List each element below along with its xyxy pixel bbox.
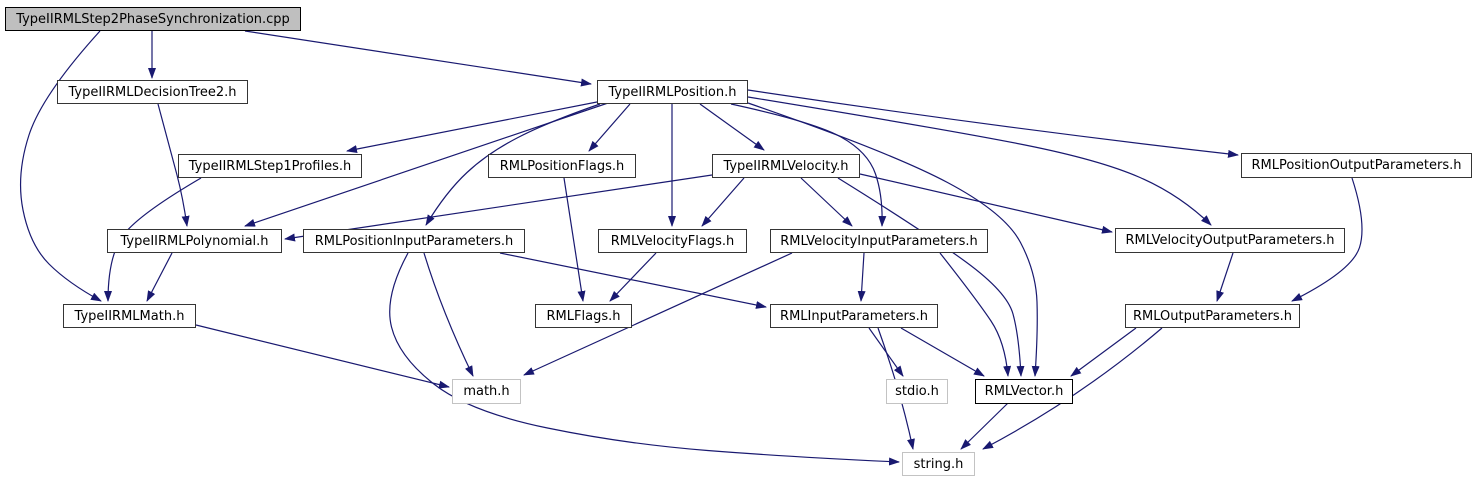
edge-positioninput-to-stringh: [389, 252, 900, 466]
edge-velocity-to-velocityinput: [800, 177, 853, 227]
edge-velocityinput-to-rmlvector: [939, 252, 1012, 377]
node-step1profiles[interactable]: TypeIIRMLStep1Profiles.h: [178, 154, 362, 178]
edge-velocityinput-to-mathh: [523, 252, 793, 376]
edge-position-to-rmlvector: [747, 102, 1040, 377]
edge-cpp-to-position: [244, 30, 592, 87]
edge-position-to-positionflags: [588, 103, 631, 152]
edge-velocity-to-polynomial: [284, 174, 713, 242]
edge-position-to-positioninput: [425, 103, 601, 226]
edge-positionflags-to-rmlflags: [563, 177, 586, 302]
edge-positioninput-to-inputparams: [499, 252, 767, 309]
node-typeiirmlmath[interactable]: TypeIIRMLMath.h: [63, 304, 196, 328]
edge-positionoutput-to-outputparams: [1291, 177, 1363, 302]
edge-outputparams-to-rmlvector: [1070, 327, 1137, 377]
node-rmlvector[interactable]: RMLVector.h: [975, 379, 1073, 404]
edge-decisiontree2-to-polynomial: [157, 103, 190, 227]
node-positioninput[interactable]: RMLPositionInputParameters.h: [303, 229, 525, 253]
node-velocityinput[interactable]: RMLVelocityInputParameters.h: [770, 229, 988, 253]
edge-position-to-positionoutput: [747, 89, 1239, 158]
node-stdioh[interactable]: stdio.h: [886, 379, 948, 404]
edge-velocity-to-rmlvector: [837, 177, 1025, 377]
edge-positioninput-to-mathh: [423, 252, 474, 377]
edge-velocity-to-velocityoutput: [859, 173, 1113, 234]
node-cpp: TypeIIRMLStep2PhaseSynchronization.cpp: [5, 7, 301, 31]
edge-velocityoutput-to-outputparams: [1216, 252, 1234, 302]
edge-position-to-velocityoutput: [747, 96, 1212, 226]
node-polynomial[interactable]: TypeIIRMLPolynomial.h: [107, 229, 282, 253]
edge-velocity-to-velocityflags: [701, 177, 745, 227]
node-positionflags[interactable]: RMLPositionFlags.h: [488, 154, 636, 178]
edge-velocityflags-to-rmlflags: [609, 252, 657, 302]
node-velocity[interactable]: TypeIIRMLVelocity.h: [712, 154, 860, 178]
edge-velocityinput-to-inputparams: [857, 252, 866, 302]
edge-position-to-velocityinput: [730, 103, 887, 227]
node-rmlflags[interactable]: RMLFlags.h: [535, 304, 632, 328]
edge-rmlvector-to-stringh: [960, 402, 1009, 450]
node-velocityoutput[interactable]: RMLVelocityOutputParameters.h: [1115, 228, 1345, 253]
node-velocityflags[interactable]: RMLVelocityFlags.h: [598, 229, 747, 253]
edge-cpp-to-typeiirmlmath: [19, 30, 102, 302]
edge-inputparams-to-rmlvector: [900, 327, 985, 377]
edge-typeiirmlmath-to-mathh: [195, 324, 450, 389]
node-outputparams[interactable]: RMLOutputParameters.h: [1125, 304, 1300, 328]
edge-position-to-step1profiles: [346, 100, 603, 154]
node-stringh[interactable]: string.h: [902, 452, 975, 476]
edge-polynomial-to-typeiirmlmath: [146, 252, 173, 302]
node-decisiontree2[interactable]: TypeIIRMLDecisionTree2.h: [57, 80, 248, 104]
node-mathh[interactable]: math.h: [452, 379, 521, 404]
node-position[interactable]: TypeIIRMLPosition.h: [597, 80, 748, 104]
edge-outputparams-to-stringh: [982, 327, 1163, 450]
node-positionoutput[interactable]: RMLPositionOutputParameters.h: [1241, 153, 1472, 178]
node-inputparams[interactable]: RMLInputParameters.h: [770, 304, 938, 328]
edge-position-to-velocity: [699, 103, 765, 151]
